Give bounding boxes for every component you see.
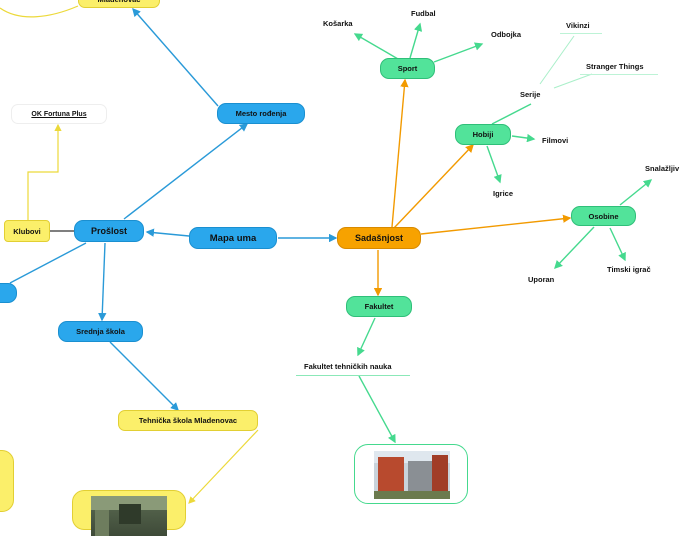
hobbies-node[interactable]: Hobiji [455,124,511,145]
faculty-node[interactable]: Fakultet [346,296,412,317]
school-photo [91,496,167,536]
connector-lines [0,5,653,504]
series-item-stranger-things-underline [580,74,658,75]
club-name-node[interactable]: OK Fortuna Plus [11,104,107,124]
traits-node[interactable]: Osobine [571,206,636,226]
faculty-name-node[interactable]: Fakultet tehničkih nauka [304,362,392,371]
faculty-name-underline [296,375,410,376]
games-node[interactable]: Igrice [493,189,514,198]
series-item-vikings[interactable]: Vikinzi [566,21,590,30]
school-name-node[interactable]: Tehnička škola Mladenovac [118,410,258,431]
trait-item-persistent[interactable]: Uporan [528,275,555,284]
sport-item-basketball[interactable]: Košarka [323,19,353,28]
trait-item-team-player[interactable]: Timski igrač [607,265,651,274]
club-name-label: OK Fortuna Plus [31,110,87,118]
offscreen-past-node[interactable] [0,283,17,303]
offscreen-yellow-node[interactable] [0,450,14,512]
trait-item-resourceful[interactable]: Snalažljiv [645,164,680,173]
series-item-stranger-things[interactable]: Stranger Things [586,62,644,71]
present-node[interactable]: Sadašnjost [337,227,421,249]
clubs-node[interactable]: Klubovi [4,220,50,242]
faculty-photo [374,451,450,499]
sport-item-volleyball[interactable]: Odbojka [491,30,522,39]
movies-node[interactable]: Filmovi [542,136,569,145]
sport-item-football[interactable]: Fudbal [411,9,436,18]
birthplace-node[interactable]: Mesto rođenja [217,103,305,124]
high-school-node[interactable]: Srednja škola [58,321,143,342]
past-node[interactable]: Prošlost [74,220,144,242]
birthplace-child-node[interactable]: Mladenovac [78,0,160,8]
series-item-vikings-underline [560,33,602,34]
sport-node[interactable]: Sport [380,58,435,79]
central-topic[interactable]: Mapa uma [189,227,277,249]
faculty-photo-node[interactable] [354,444,468,504]
series-node[interactable]: Serije [520,90,541,99]
school-photo-node[interactable] [72,490,186,536]
